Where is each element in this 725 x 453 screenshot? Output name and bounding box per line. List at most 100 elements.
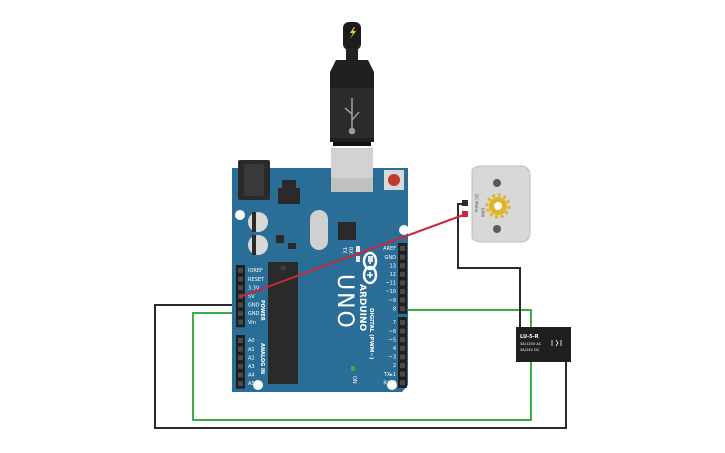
digital-pin[interactable] bbox=[400, 363, 405, 368]
digital-pin[interactable] bbox=[400, 354, 405, 360]
analog-pin-label: A3 bbox=[248, 364, 255, 370]
digital-pin[interactable] bbox=[400, 254, 405, 260]
digital-pin[interactable] bbox=[400, 289, 405, 294]
digital-pin[interactable] bbox=[400, 320, 405, 325]
wire-black-motor-relay[interactable] bbox=[457, 203, 521, 330]
on-led bbox=[351, 366, 355, 371]
l-led bbox=[368, 256, 373, 262]
mount-hole bbox=[387, 380, 397, 390]
relay-rating-dc: 3A/24V DC bbox=[520, 348, 540, 352]
relay-rating-ac: 3A/125V AC bbox=[520, 342, 542, 346]
reset-button[interactable] bbox=[388, 174, 400, 186]
digital-pin[interactable] bbox=[400, 306, 405, 312]
digital-pin[interactable] bbox=[400, 263, 405, 269]
atmega-chip bbox=[268, 262, 298, 384]
power-pin-label: Vin bbox=[248, 320, 256, 326]
digital-pin-label: 12 bbox=[390, 272, 396, 278]
rx-label: RX bbox=[347, 247, 353, 254]
wire-black-gnd[interactable] bbox=[154, 304, 567, 429]
digital-pin-label: ~6 bbox=[389, 329, 396, 335]
dc-motor[interactable]: DC Motor RPM bbox=[462, 165, 531, 243]
analog-pin[interactable] bbox=[238, 355, 243, 361]
digital-pin[interactable] bbox=[400, 380, 405, 386]
analog-pin-label: A2 bbox=[248, 355, 255, 361]
on-label: ON bbox=[351, 376, 357, 384]
motor-sublabel: RPM bbox=[480, 208, 485, 217]
digital-pin-label: ~10 bbox=[385, 289, 396, 295]
relay-coil-icon bbox=[551, 339, 562, 347]
analog-pin-label: A4 bbox=[248, 373, 255, 379]
power-pin[interactable] bbox=[238, 276, 243, 282]
rx-led bbox=[356, 256, 360, 262]
digital-header-upper: AREF GND 13 12 ~11 ~10 ~9 8 bbox=[383, 243, 407, 314]
power-pin-label: GND bbox=[248, 303, 260, 309]
wire-red-5v[interactable] bbox=[239, 213, 467, 298]
relay[interactable]: LU-5-R 3A/125V AC 3A/24V DC bbox=[516, 327, 571, 362]
power-pin-label: 5V bbox=[248, 294, 255, 300]
analog-pin-label: A1 bbox=[248, 347, 255, 353]
analog-pin[interactable] bbox=[238, 372, 243, 378]
digital-pin[interactable] bbox=[400, 345, 405, 351]
analog-pin-label: A0 bbox=[248, 338, 255, 344]
digital-pin-label: AREF bbox=[383, 246, 396, 252]
power-pin-label: GND bbox=[248, 311, 260, 317]
analog-pin[interactable] bbox=[238, 346, 243, 352]
digital-pin[interactable] bbox=[400, 328, 405, 334]
digital-pin-label: ~11 bbox=[385, 281, 396, 287]
digital-pin-label: ~9 bbox=[389, 298, 396, 304]
power-pin[interactable] bbox=[238, 319, 243, 325]
digital-pin[interactable] bbox=[400, 297, 405, 303]
capacitor bbox=[248, 235, 268, 255]
digital-section-label: DIGITAL (PWM~) bbox=[368, 308, 374, 360]
crystal-oscillator bbox=[310, 210, 328, 250]
usb-symbol-icon bbox=[344, 98, 360, 135]
motor-label: DC Motor bbox=[474, 194, 479, 213]
digital-pin-label: 13 bbox=[390, 263, 396, 269]
digital-pin[interactable] bbox=[400, 371, 405, 377]
power-section-label: POWER bbox=[259, 300, 265, 321]
motor-shaft-gear-icon bbox=[485, 193, 511, 219]
digital-pin[interactable] bbox=[400, 337, 405, 343]
digital-pin-label: ~5 bbox=[389, 337, 396, 343]
analog-section-label: ANALOG IN bbox=[259, 343, 265, 374]
power-pin[interactable] bbox=[238, 311, 243, 316]
tx-label: TX bbox=[341, 246, 347, 254]
digital-pin-label: 2 bbox=[393, 363, 396, 369]
analog-pin-label: A5 bbox=[248, 381, 255, 387]
motor-terminal bbox=[462, 211, 468, 217]
mount-hole bbox=[253, 380, 263, 390]
model-label: UNO bbox=[332, 274, 357, 330]
relay-label: LU-5-R bbox=[520, 334, 539, 340]
digital-pin-label: GND bbox=[385, 255, 397, 261]
power-pin[interactable] bbox=[238, 268, 243, 273]
tx-led bbox=[356, 246, 360, 252]
usb-cable[interactable] bbox=[330, 22, 374, 146]
wire-green-pin8[interactable] bbox=[192, 309, 532, 421]
analog-pin[interactable] bbox=[238, 338, 243, 343]
mount-hole bbox=[399, 225, 409, 235]
power-pin[interactable] bbox=[238, 302, 243, 308]
analog-pin[interactable] bbox=[238, 381, 243, 386]
motor-terminal bbox=[462, 200, 468, 206]
digital-pin-label: TX▸1 bbox=[383, 372, 396, 378]
power-pin-label: 3.3V bbox=[248, 285, 260, 291]
voltage-regulator bbox=[278, 188, 300, 204]
power-pin-label: IOREF bbox=[248, 268, 263, 274]
digital-pin[interactable] bbox=[400, 246, 405, 251]
lightning-icon bbox=[350, 27, 356, 39]
digital-pin-label: RX◂0 bbox=[383, 380, 396, 386]
digital-pin-label: 8 bbox=[393, 306, 396, 312]
capacitor bbox=[248, 212, 268, 232]
power-pin[interactable] bbox=[238, 285, 243, 291]
analog-pin[interactable] bbox=[238, 363, 243, 369]
mount-hole bbox=[235, 210, 245, 220]
power-pin-label: RESET bbox=[248, 277, 265, 283]
digital-pin-label: ~3 bbox=[389, 355, 396, 361]
brand-label: ARDUINO bbox=[357, 284, 367, 332]
digital-pin[interactable] bbox=[400, 271, 405, 277]
arduino-board[interactable]: ARDUINO UNO TX RX ON IOREF RESET 3.3V 5V GND… bbox=[232, 148, 409, 392]
digital-pin[interactable] bbox=[400, 280, 405, 286]
